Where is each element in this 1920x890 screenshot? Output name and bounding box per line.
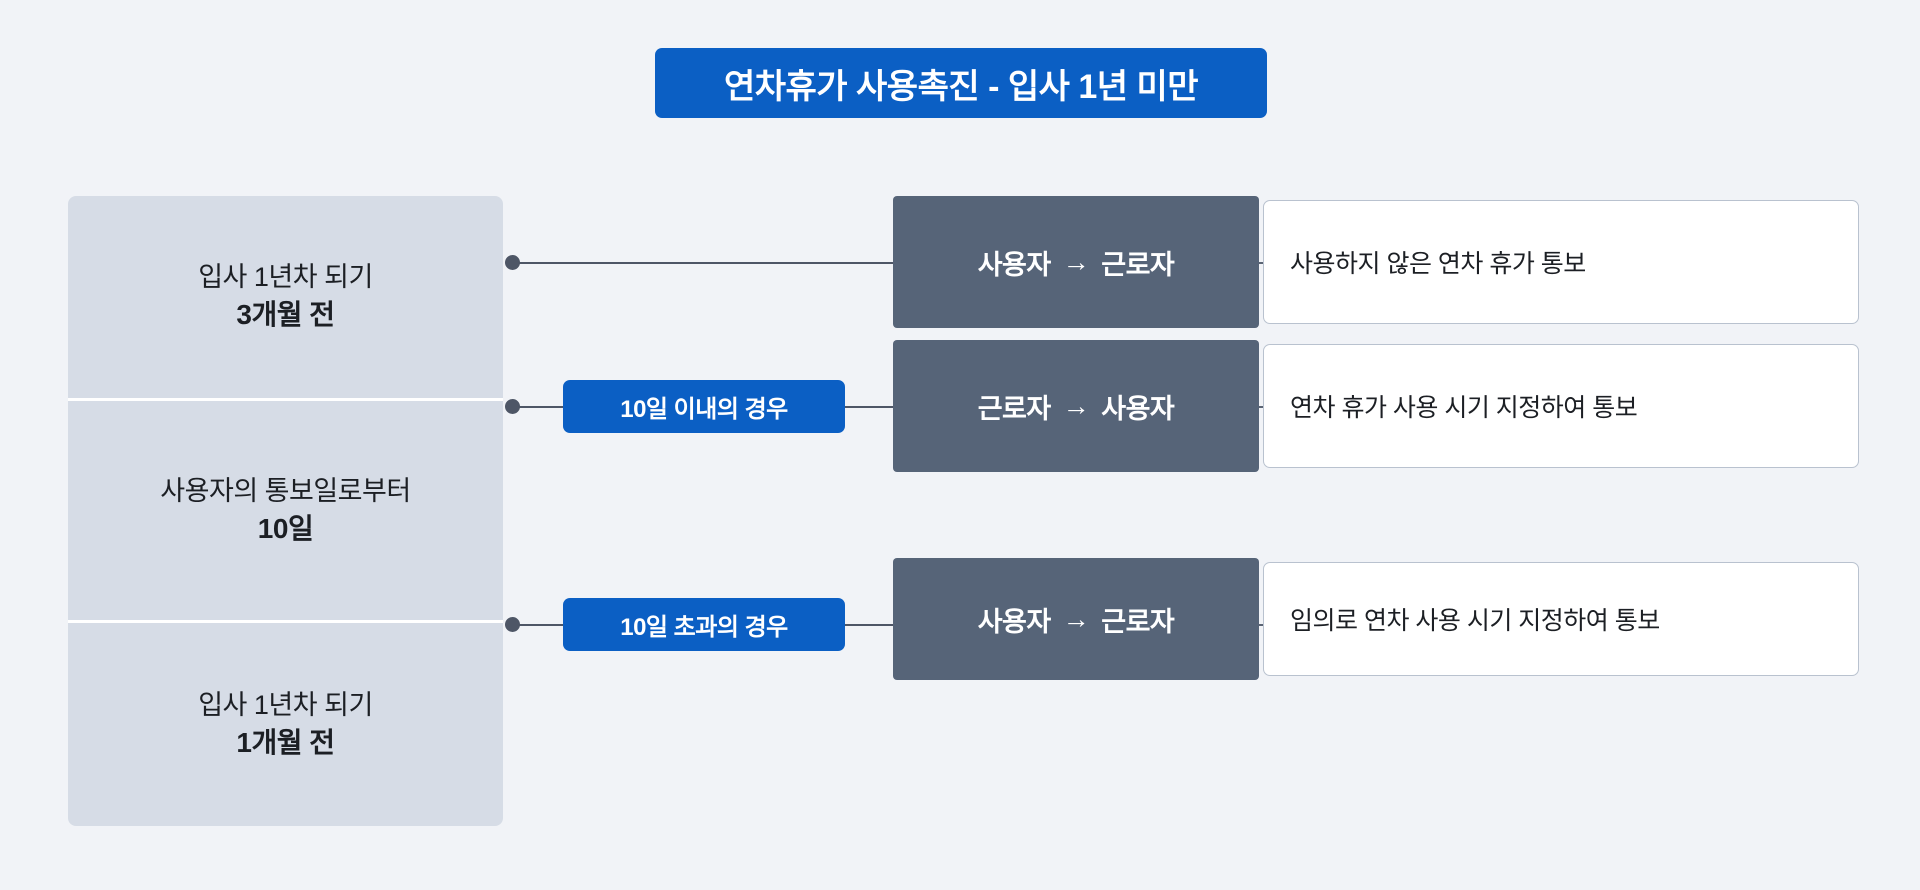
actor-to-row-2: 근로자 [1101,606,1175,637]
timeline-cell-0: 입사 1년차 되기 3개월 전 [68,196,503,398]
condition-badge-row-2: 10일 초과의 경우 [563,598,845,651]
connector-line-row-2-right [845,624,893,626]
timeline-divider-1 [68,620,503,623]
connector-stub-row-1 [1255,406,1265,408]
condition-badge-row-1-label: 10일 이내의 경우 [620,396,788,423]
timeline-panel: 입사 1년차 되기 3개월 전 사용자의 통보일로부터 10일 입사 1년차 되… [68,196,503,826]
actor-to-row-0: 근로자 [1101,249,1175,280]
arrow-right-icon: → [1062,246,1090,277]
connector-line-row-1 [519,406,563,408]
actor-box-row-2: 사용자 → 근로자 [893,558,1259,680]
diagram-title-badge: 연차휴가 사용촉진 - 입사 1년 미만 [655,48,1267,118]
connector-stub-row-2 [1255,624,1265,626]
actor-from-row-2: 사용자 [977,606,1052,637]
connector-dot-row-0 [505,255,520,270]
condition-badge-row-1: 10일 이내의 경우 [563,380,845,433]
connector-line-row-1-right [845,406,893,408]
condition-badge-row-2-label: 10일 초과의 경우 [620,614,788,641]
timeline-divider-0 [68,398,503,401]
connector-dot-row-2 [505,617,520,632]
timeline-cell-0-line1: 입사 1년차 되기 [198,262,373,293]
description-text-row-0: 사용하지 않은 연차 휴가 통보 [1290,250,1586,278]
connector-stub-row-0 [1255,262,1265,264]
connector-line-row-2 [519,624,563,626]
connector-line-row-0 [519,262,893,264]
description-box-row-1: 연차 휴가 사용 시기 지정하여 통보 [1263,344,1859,468]
timeline-cell-0-line2: 3개월 전 [236,299,335,331]
description-text-row-1: 연차 휴가 사용 시기 지정하여 통보 [1290,394,1638,422]
description-box-row-0: 사용하지 않은 연차 휴가 통보 [1263,200,1859,324]
arrow-right-icon: → [1062,390,1090,421]
timeline-cell-1: 사용자의 통보일로부터 10일 [68,401,503,620]
actor-box-row-1: 근로자 → 사용자 [893,340,1259,472]
description-box-row-2: 임의로 연차 사용 시기 지정하여 통보 [1263,562,1859,676]
actor-from-row-1: 근로자 [977,393,1052,424]
connector-dot-row-1 [505,399,520,414]
timeline-cell-2-line1: 입사 1년차 되기 [198,689,373,720]
timeline-cell-2-line2: 1개월 전 [236,726,335,758]
description-text-row-2: 임의로 연차 사용 시기 지정하여 통보 [1290,607,1660,635]
timeline-cell-1-line2: 10일 [257,512,314,544]
actor-box-row-0: 사용자 → 근로자 [893,196,1259,328]
arrow-right-icon: → [1062,603,1090,634]
actor-from-row-0: 사용자 [977,249,1052,280]
timeline-cell-1-line1: 사용자의 통보일로부터 [160,475,411,506]
actor-to-row-1: 사용자 [1101,393,1175,424]
timeline-cell-2: 입사 1년차 되기 1개월 전 [68,623,503,826]
page-title: 연차휴가 사용촉진 - 입사 1년 미만 [723,67,1199,106]
